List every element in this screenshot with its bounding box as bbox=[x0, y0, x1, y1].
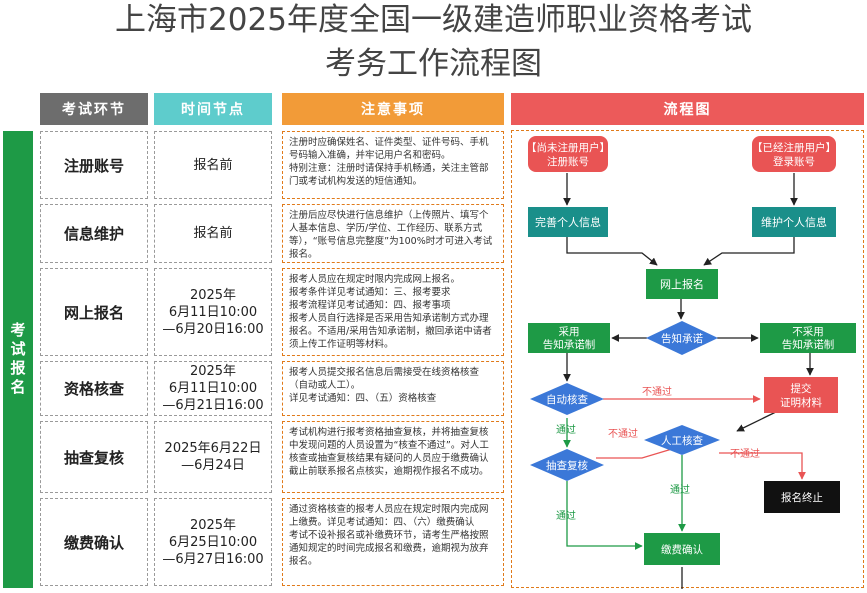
node-registered: 【已经注册用户】 登录账号 bbox=[752, 136, 836, 172]
node-terminate-label: 报名终止 bbox=[781, 491, 823, 504]
edge-manual-fail bbox=[719, 452, 806, 480]
stage-online-signup: 网上报名 bbox=[40, 268, 148, 356]
node-registered-line2: 登录账号 bbox=[773, 155, 815, 168]
note-payment: 通过资格核查的报考人员应在规定时限内完成网上缴费。详见考试通知：四、（六）缴费确… bbox=[282, 498, 504, 586]
node-unregistered-line1: 【尚未注册用户】 bbox=[526, 141, 610, 154]
note-qualification-check: 报考人员提交报名信息后需接受在线资格核查（自动或人工）。 详见考试通知：四、（五… bbox=[282, 361, 504, 416]
time-register-account: 报名前 bbox=[154, 131, 272, 199]
node-maintain-info-label: 维护个人信息 bbox=[761, 215, 827, 229]
label-spot-pass: 通过 bbox=[556, 509, 576, 522]
page-title: 上海市2025年度全国一级建造师职业资格考试 bbox=[115, 2, 752, 38]
note-spot-check: 考试机构进行报考资格抽查复核，并将抽查复核中发现问题的人员设置为“核查不通过”。… bbox=[282, 421, 504, 493]
header-time: 时间节点 bbox=[154, 93, 272, 125]
label-auto-fail: 不通过 bbox=[642, 385, 672, 398]
node-manual-check: 人工核查 bbox=[644, 425, 720, 455]
node-spot-check-label: 抽查复核 bbox=[546, 459, 588, 472]
time-payment: 2025年 6月25日10:00 —6月27日16:00 bbox=[154, 498, 272, 586]
node-not-adopt-line2: 告知承诺制 bbox=[782, 338, 835, 351]
side-label-exam-registration: 考试报名 bbox=[3, 131, 33, 588]
node-online-signup-label: 网上报名 bbox=[660, 277, 704, 291]
node-manual-check-label: 人工核查 bbox=[661, 434, 703, 447]
label-manual-pass: 通过 bbox=[670, 483, 690, 496]
edge-maintain-to-signup bbox=[703, 237, 795, 266]
node-online-signup: 网上报名 bbox=[646, 269, 718, 299]
label-spot-fail: 不通过 bbox=[608, 427, 638, 440]
node-registered-line1: 【已经注册用户】 bbox=[752, 141, 836, 154]
node-complete-info-label: 完善个人信息 bbox=[535, 215, 601, 229]
node-adopt-line1: 采用 bbox=[559, 326, 580, 338]
node-pledge-label: 告知承诺 bbox=[661, 332, 703, 345]
stage-payment: 缴费确认 bbox=[40, 498, 148, 586]
node-not-adopt: 不采用 告知承诺制 bbox=[760, 323, 856, 353]
page-subtitle: 考务工作流程图 bbox=[325, 46, 542, 82]
flowchart-panel: 【尚未注册用户】 注册账号 【已经注册用户】 登录账号 完善个人信息 维护个人信… bbox=[511, 130, 864, 589]
header-flow: 流程图 bbox=[511, 93, 864, 125]
edge-spot-pass bbox=[566, 481, 643, 550]
node-spot-check: 抽查复核 bbox=[530, 449, 604, 481]
stage-register-account: 注册账号 bbox=[40, 131, 148, 199]
node-adopt-line2: 告知承诺制 bbox=[543, 338, 596, 351]
note-info-maintenance: 注册后应尽快进行信息维护（上传照片、填写个人基本信息、学历/学位、工作经历、联系… bbox=[282, 204, 504, 263]
time-info-maintenance: 报名前 bbox=[154, 204, 272, 263]
node-terminate: 报名终止 bbox=[764, 481, 840, 513]
node-submit-materials: 提交 证明材料 bbox=[764, 377, 838, 413]
node-unregistered-line2: 注册账号 bbox=[547, 155, 589, 168]
node-pledge-decision: 告知承诺 bbox=[646, 321, 718, 355]
header-stage: 考试环节 bbox=[40, 93, 148, 125]
edge-spot-fail bbox=[596, 444, 683, 459]
note-online-signup: 报考人员应在规定时限内完成网上报名。 报考条件详见考试通知：三、报考要求 报考流… bbox=[282, 268, 504, 356]
note-register-account: 注册时应确保姓名、证件类型、证件号码、手机号码输入准确，并牢记用户名和密码。 特… bbox=[282, 131, 504, 199]
node-adopt: 采用 告知承诺制 bbox=[528, 323, 610, 353]
node-maintain-info: 维护个人信息 bbox=[752, 207, 836, 237]
time-spot-check: 2025年6月22日 —6月24日 bbox=[154, 421, 272, 493]
time-online-signup: 2025年 6月11日10:00 —6月20日16:00 bbox=[154, 268, 272, 356]
header-notes: 注意事项 bbox=[282, 93, 504, 125]
label-manual-fail: 不通过 bbox=[730, 447, 760, 460]
label-auto-pass: 通过 bbox=[556, 423, 576, 436]
time-qualification-check: 2025年 6月11日10:00 —6月21日16:00 bbox=[154, 361, 272, 416]
node-payment: 缴费确认 bbox=[644, 533, 720, 565]
node-submit-line1: 提交 bbox=[791, 382, 812, 395]
node-payment-label: 缴费确认 bbox=[661, 543, 703, 556]
node-submit-line2: 证明材料 bbox=[780, 396, 822, 409]
node-unregistered: 【尚未注册用户】 注册账号 bbox=[526, 136, 610, 172]
node-auto-check-label: 自动核查 bbox=[546, 393, 588, 406]
node-not-adopt-line1: 不采用 bbox=[792, 326, 824, 338]
node-complete-info: 完善个人信息 bbox=[528, 207, 608, 237]
stage-qualification-check: 资格核查 bbox=[40, 361, 148, 416]
stage-spot-check: 抽查复核 bbox=[40, 421, 148, 493]
stage-info-maintenance: 信息维护 bbox=[40, 204, 148, 263]
node-auto-check: 自动核查 bbox=[530, 383, 604, 415]
flowchart-svg: 【尚未注册用户】 注册账号 【已经注册用户】 登录账号 完善个人信息 维护个人信… bbox=[526, 136, 856, 589]
edge-complete-to-signup bbox=[566, 237, 658, 266]
